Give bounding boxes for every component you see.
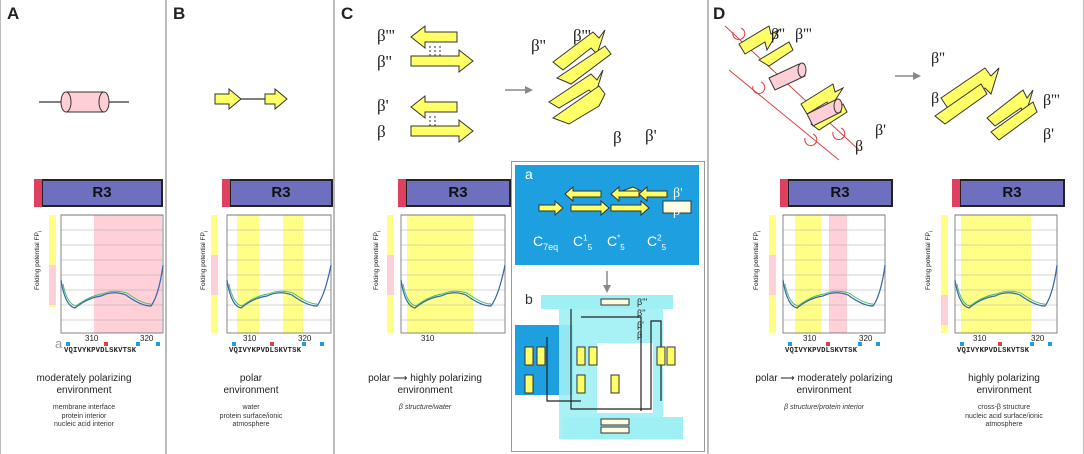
beta-label: β' [875,122,887,139]
r3-box: R3 [34,179,163,207]
inset-label-b: b [525,291,533,307]
beta-label: β' [377,96,389,115]
environment-desc: β structure/protein interior [784,404,864,411]
sequence: VQIVYKPVDLSKVTSK [229,347,302,355]
panel-label: B [173,4,186,23]
panel-b: B R3 Folding potential FPi 310 320 VQIVY… [166,0,334,454]
inset-c7: C7eq [533,233,559,252]
y-axis-label: Folding potential FPi [753,230,763,290]
beta-label: β'' [931,50,945,67]
r3-box: R3 [398,179,511,207]
beta-label: β''' [573,26,591,45]
inset-beta: β' [673,186,683,201]
x-tick: 320 [1031,334,1045,343]
panel-label: A [7,4,20,23]
fp-plot [769,214,1058,334]
x-tick: 310 [243,334,257,343]
panel-a: A R3 Folding potential FPi 310 320 VQIVY… [0,0,166,454]
beta-label: β' [1043,126,1055,143]
environment-desc: β structure/water [398,404,452,411]
fp-plot [49,214,164,334]
x-tick: 320 [140,334,154,343]
fp-plot [211,214,332,334]
r3-box: R3 [780,179,893,207]
r3-box: R3 [222,179,333,207]
sequence-markers [66,342,1052,346]
panel-label: D [713,4,726,23]
sequence: VQIVYKPVDLSKVTSK [785,347,858,355]
x-tick: 310 [421,334,435,343]
amyloid-diagram [724,25,1038,161]
sequence: VQIVYKPVDLSKVTSK [957,347,1030,355]
x-tick: 310 [803,334,817,343]
beta-sheet-diagram [410,24,612,144]
x-tick: 310 [85,334,99,343]
r3-box: R3 [952,179,1065,207]
beta-label: β [613,128,622,147]
sequence: VQIVYKPVDLSKVTSK [64,347,137,355]
y-axis-label: Folding potential FPi [200,230,210,290]
beta-arrows-icon [214,87,288,111]
x-tick: 310 [973,334,987,343]
beta-label: β'' [771,26,785,43]
x-tick: 320 [298,334,312,343]
inset-beta: β [673,204,681,219]
panel-label: C [341,4,354,23]
beta-label: β' [645,126,657,145]
beta-label: β [931,90,940,107]
beta-label: β'' [377,52,392,71]
inset-beta: β' [637,320,644,330]
beta-label: β''' [795,26,812,43]
beta-label: β'' [531,36,546,55]
beta-label: β''' [1043,92,1060,109]
beta-label: β [377,122,386,141]
inset-beta: β [637,330,643,340]
beta-label: β [855,138,864,155]
fp-plot [387,214,506,334]
y-axis-label: Folding potential FPi [373,230,383,290]
y-axis-label: Folding potential FPi [34,230,44,290]
inset-c5star: C*5 [607,233,625,252]
panel-d: D β'' β''' β β' β'' β β''' β' R3 [708,0,1084,454]
inset-c52: C25 [647,233,667,252]
a-letter: a [55,336,63,351]
inset-beta: β'' [637,308,646,318]
x-tick: 320 [859,334,873,343]
inset-label-a: a [525,166,533,182]
y-axis-label: Folding potential FPi [925,230,935,290]
helix-cylinder-icon [39,91,129,113]
panel-c: C β''' β'' β' β β'' β''' β β' R3 Folding… [334,0,708,454]
inset-diagram [515,165,699,439]
inset-c5: C15 [573,233,593,252]
inset-beta: β''' [637,297,648,307]
beta-label: β''' [377,26,395,45]
